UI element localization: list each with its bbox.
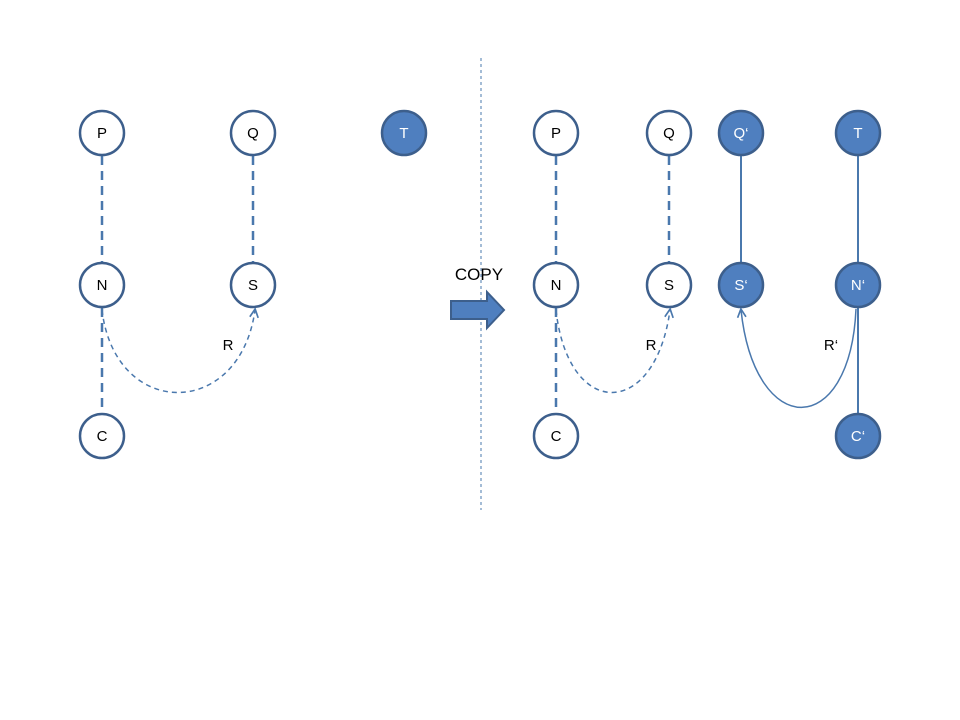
right-node-t[interactable]: T: [834, 109, 882, 157]
node-label: N‘: [851, 277, 865, 294]
node-label: T: [399, 125, 408, 142]
node-label: S: [664, 277, 674, 294]
node-label: T: [853, 125, 862, 142]
right-node-p[interactable]: P: [532, 109, 580, 157]
left-arc-r: [101, 310, 255, 394]
node-label: S‘: [734, 277, 747, 294]
node-label: C‘: [851, 428, 865, 445]
right-node-c[interactable]: C: [532, 412, 580, 460]
left-edge-label-r: R: [223, 337, 234, 354]
node-label: N: [551, 277, 562, 294]
right-edge-label-r: R: [646, 337, 657, 354]
left-graph: R P Q T N S C: [78, 109, 428, 460]
copy-label: COPY: [455, 265, 503, 284]
right-node-n-prime[interactable]: N‘: [834, 261, 882, 309]
node-label: Q: [247, 125, 259, 142]
left-node-p[interactable]: P: [78, 109, 126, 157]
left-node-c[interactable]: C: [78, 412, 126, 460]
node-label: Q‘: [734, 125, 749, 142]
left-node-n[interactable]: N: [78, 261, 126, 309]
node-label: P: [97, 125, 107, 142]
copy-arrow-group: COPY: [450, 265, 506, 331]
node-label: S: [248, 277, 258, 294]
right-node-s[interactable]: S: [645, 261, 693, 309]
right-graph: R R‘ P Q Q‘ T N S S‘: [532, 109, 882, 460]
node-label: Q: [663, 125, 675, 142]
left-node-t[interactable]: T: [380, 109, 428, 157]
right-arc-r: [555, 310, 670, 394]
node-label: C: [551, 428, 562, 445]
right-node-n[interactable]: N: [532, 261, 580, 309]
right-node-s-prime[interactable]: S‘: [717, 261, 765, 309]
right-node-c-prime[interactable]: C‘: [834, 412, 882, 460]
left-node-q[interactable]: Q: [229, 109, 277, 157]
right-node-q[interactable]: Q: [645, 109, 693, 157]
right-arc-r-prime: [741, 309, 857, 408]
node-label: P: [551, 125, 561, 142]
node-label: N: [97, 277, 108, 294]
right-edge-label-r-prime: R‘: [824, 337, 838, 354]
right-node-q-prime[interactable]: Q‘: [717, 109, 765, 157]
copy-arrow-icon: [450, 289, 506, 331]
left-node-s[interactable]: S: [229, 261, 277, 309]
node-label: C: [97, 428, 108, 445]
